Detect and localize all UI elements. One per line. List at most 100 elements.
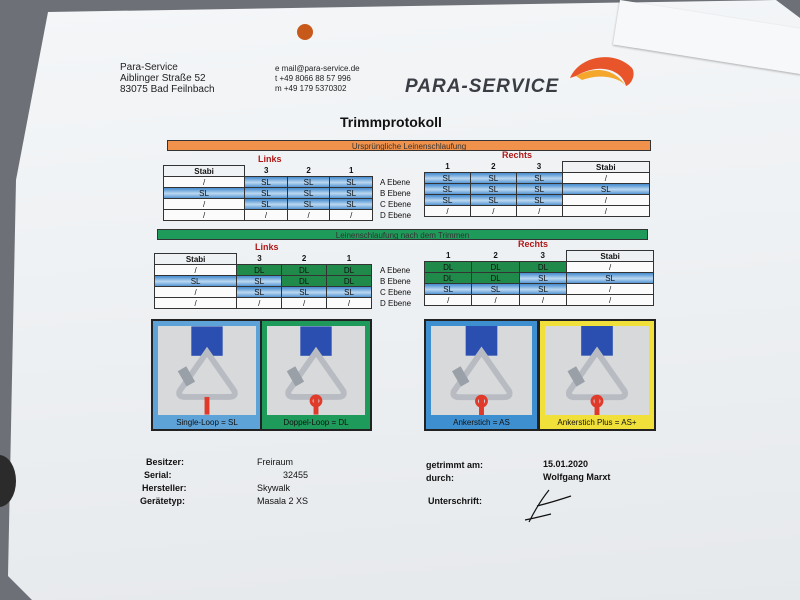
trimmed-right-column-header: 3 [519, 250, 567, 262]
trimmed-right-cell: / [471, 294, 520, 306]
section-original-left-label: Links [258, 154, 282, 164]
original-level-label: B Ebene [380, 189, 411, 198]
trimmed-right-cell: DL [471, 261, 520, 273]
logo-text: PARA-SERVICE [405, 76, 560, 97]
original-right-cell: / [561, 172, 651, 184]
trimmed-right-column-header: 2 [471, 250, 520, 262]
original-left-cell: SL [286, 187, 331, 199]
contact-phone: t +49 8066 88 57 996 [275, 74, 351, 83]
photo-single-loop-caption: Single-Loop = SL [176, 418, 238, 427]
trimmed-left-cell: / [326, 297, 372, 309]
carabiner-icon [450, 326, 513, 415]
photo-single-loop-image [158, 326, 256, 415]
trimmed-left-cell: DL [326, 275, 372, 287]
trimmed-left-cell: DL [281, 264, 328, 276]
section-original-right-label: Rechts [502, 150, 533, 160]
trimmed-right-cell: SL [518, 283, 568, 295]
original-right-cell: SL [561, 183, 651, 195]
trimmed-right-cell: DL [471, 272, 520, 284]
original-right-row: //// [424, 205, 651, 217]
trimmed-level-label: D Ebene [380, 299, 412, 308]
trimmed-left-cell: SL [281, 286, 328, 298]
maker-label: Hersteller: [142, 483, 187, 493]
original-left-cell: / [244, 209, 288, 221]
original-level-label: C Ebene [380, 200, 412, 209]
original-left-cell: SL [244, 187, 288, 199]
trimmed-by-label: durch: [426, 473, 454, 483]
original-right-cell: SL [515, 194, 563, 206]
trimmed-right-cell: DL [518, 261, 568, 273]
original-right-cell: / [561, 194, 651, 206]
trimmed-left-cell: SL [153, 275, 238, 287]
trimmed-right-cell: DL [423, 272, 473, 284]
trimmed-right-cell: / [518, 294, 568, 306]
trimmed-left-cell: SL [236, 275, 283, 287]
photo-anchor-hitch-plus-image [545, 326, 649, 415]
photo-anchor-hitch-caption: Ankerstich = AS [453, 418, 510, 427]
original-right-cell: SL [515, 172, 563, 184]
trimmed-left-row: //// [153, 297, 372, 309]
original-right-cell: SL [469, 194, 517, 206]
contact-mobile: m +49 179 5370302 [275, 84, 347, 93]
company-address: Para-Service Aiblinger Straße 52 83075 B… [120, 62, 215, 95]
original-left-cell: SL [286, 198, 331, 210]
original-left-cell: SL [329, 176, 373, 188]
original-right-column-header: Stabi [561, 161, 651, 173]
original-left-cell: SL [329, 198, 373, 210]
trimmed-right-cell: / [423, 294, 473, 306]
owner-value: Freiraum [257, 457, 294, 467]
original-right-cell: SL [469, 172, 517, 184]
trimmed-right-cell: SL [566, 272, 654, 284]
trimmed-level-label: A Ebene [380, 266, 411, 275]
trimmed-right-cell: / [566, 283, 654, 295]
company-street: Aiblinger Straße 52 [120, 73, 206, 84]
original-left-cell: SL [244, 198, 288, 210]
trimmed-right-cell: / [566, 261, 654, 273]
company-contact: e mail@para-service.de t +49 8066 88 57 … [275, 64, 360, 94]
trimmed-left-cell: DL [236, 264, 283, 276]
device-labels: Besitzer: Serial: Hersteller: Gerätetyp: [140, 456, 218, 508]
trimmed-left-column-header: Stabi [153, 253, 238, 265]
trimmed-level-label: C Ebene [380, 288, 412, 297]
photo-double-loop-image [267, 326, 365, 415]
trimmed-left-cell: SL [236, 286, 283, 298]
section-trimmed-left-label: Links [255, 242, 279, 252]
type-label: Gerätetyp: [140, 496, 186, 506]
original-left-cell: SL [162, 187, 246, 199]
carabiner-icon [285, 326, 347, 415]
type-value: Masala 2 XS [257, 496, 309, 506]
original-left-column-header: Stabi [162, 165, 246, 177]
trimmed-left-column-header: 1 [326, 253, 372, 265]
trimmed-by: Wolfgang Marxt [543, 472, 611, 482]
trimmed-left-column-header: 3 [236, 253, 282, 265]
trim-values: 15.01.2020 Wolfgang Marxt [543, 458, 610, 484]
para-service-logo-icon [570, 57, 634, 86]
photo-double-loop-caption: Doppel-Loop = DL [283, 418, 349, 427]
serial-value: 32455 [283, 470, 309, 480]
original-level-label: A Ebene [380, 178, 411, 187]
trimmed-right-column-header: Stabi [566, 250, 654, 262]
original-left-row: //// [162, 209, 373, 221]
trimmed-left-cell: DL [326, 264, 372, 276]
trimmed-right-cell: SL [471, 283, 520, 295]
original-left-cell: / [329, 209, 373, 221]
trimmed-left-cell: DL [281, 275, 328, 287]
owner-label: Besitzer: [146, 457, 185, 467]
trimmed-right-column-header: 1 [424, 250, 472, 262]
photo-anchor-hitch-image [431, 326, 532, 415]
company-name: Para-Service [120, 62, 178, 73]
